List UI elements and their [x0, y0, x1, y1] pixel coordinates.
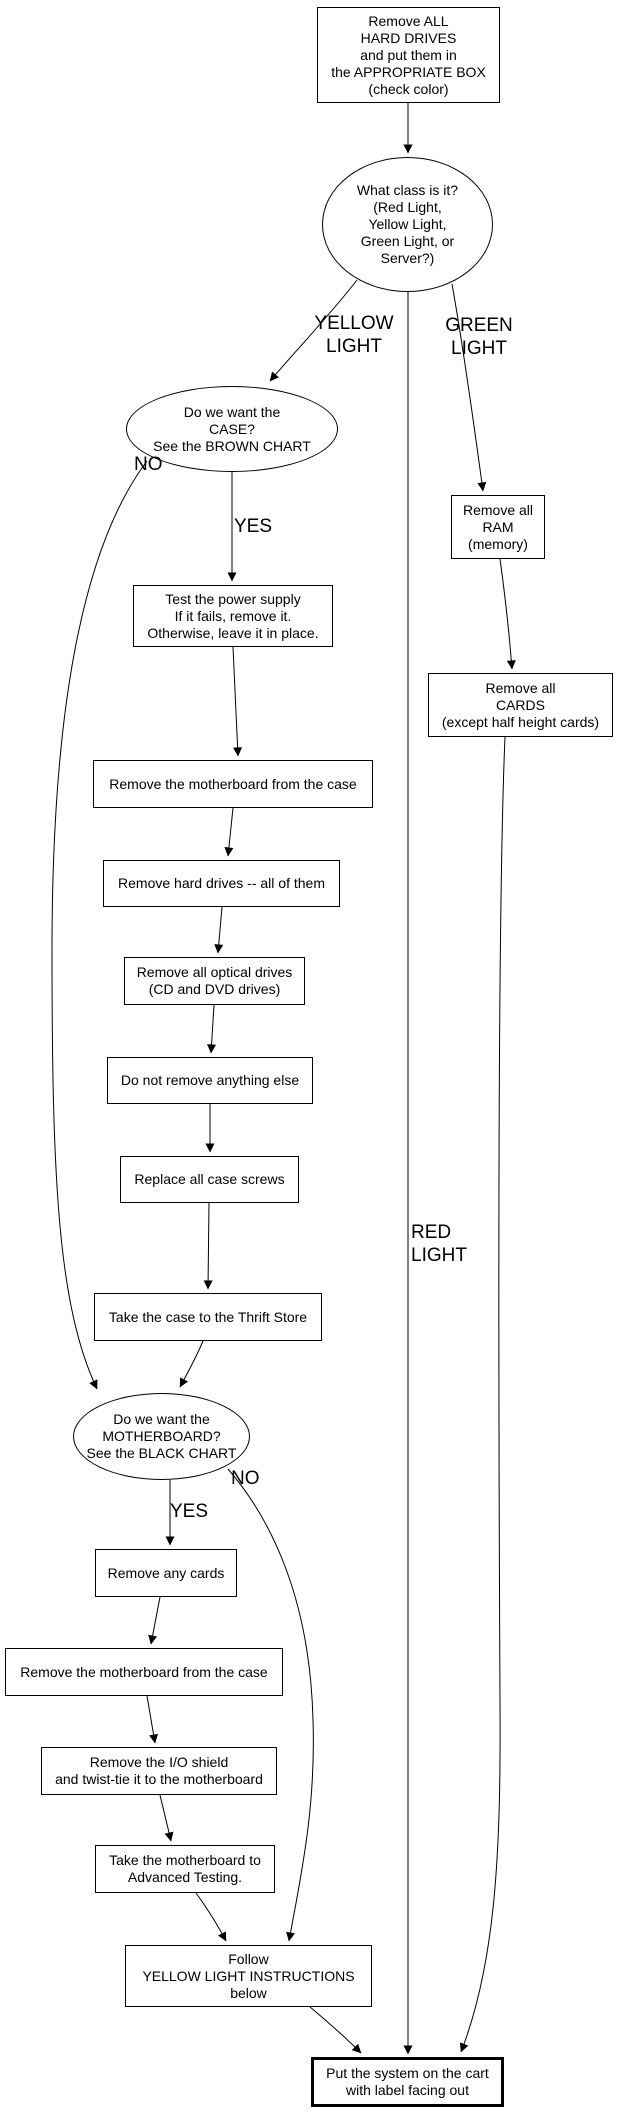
nothing-else-box: Do not remove anything else [107, 1057, 313, 1104]
case-screws-box: Replace all case screws [120, 1156, 299, 1203]
edge-cards-to-cart [459, 736, 506, 2053]
mobo-yes-label: YES [170, 1501, 209, 1522]
advanced-testing-box: Take the motherboard to Advanced Testing… [95, 1845, 275, 1893]
hard-drives-box: Remove hard drives -- all of them [103, 860, 340, 907]
edge-screws-to-thrift [203, 1202, 213, 1290]
red-light-label: RED LIGHT [411, 1222, 467, 1266]
edge-psu-to-mobo1 [232, 646, 243, 757]
edge-io-to-advanced [159, 1794, 174, 1842]
follow-yellow-instructions-box: Follow YELLOW LIGHT INSTRUCTIONS below [125, 1945, 372, 2007]
case-no-label: NO [134, 454, 163, 475]
edge-anycards-to-mobo2 [148, 1596, 161, 1645]
edge-case-no [51, 460, 148, 1390]
class-question-ellipse: What class is it? (Red Light, Yellow Lig… [322, 157, 493, 292]
optical-drives-box: Remove all optical drives (CD and DVD dr… [124, 957, 305, 1005]
edge-advanced-to-follow [195, 1892, 227, 1942]
mobo-no-label: NO [231, 1468, 260, 1489]
edge-mobo1-to-hdd [224, 807, 234, 857]
psu-box: Test the power supply If it fails, remov… [133, 585, 333, 647]
yellow-light-label: YELLOW LIGHT [314, 313, 394, 357]
start-box: Remove ALL HARD DRIVES and put them in t… [317, 7, 500, 103]
io-shield-box: Remove the I/O shield and twist-tie it t… [41, 1747, 277, 1795]
edge-follow-to-cart [309, 2006, 362, 2054]
edge-mobo-no [227, 1468, 314, 1942]
motherboard-from-case-box-2: Remove the motherboard from the case [5, 1648, 283, 1696]
cards-box: Remove all CARDS (except half height car… [428, 673, 613, 737]
put-system-on-cart-box: Put the system on the cart with label fa… [311, 2057, 504, 2107]
ram-box: Remove all RAM (memory) [451, 495, 545, 559]
green-light-label: GREEN LIGHT [445, 315, 513, 359]
remove-any-cards-box: Remove any cards [95, 1549, 237, 1597]
edge-thrift-to-mobo-question [179, 1340, 204, 1388]
case-question-ellipse: Do we want the CASE? See the BROWN CHART [126, 386, 338, 472]
motherboard-question-ellipse: Do we want the MOTHERBOARD? See the BLAC… [73, 1393, 250, 1480]
case-yes-label: YES [234, 516, 273, 537]
edge-mobo2-to-io [146, 1695, 159, 1744]
edge-hdd-to-optical [214, 906, 224, 954]
edge-green-light [451, 283, 487, 492]
edge-ram-to-cards [499, 558, 516, 670]
edge-yellow-light [269, 279, 358, 382]
edge-optical-to-nothing [207, 1004, 217, 1054]
motherboard-from-case-box-1: Remove the motherboard from the case [93, 760, 373, 808]
thrift-store-box: Take the case to the Thrift Store [94, 1293, 322, 1341]
